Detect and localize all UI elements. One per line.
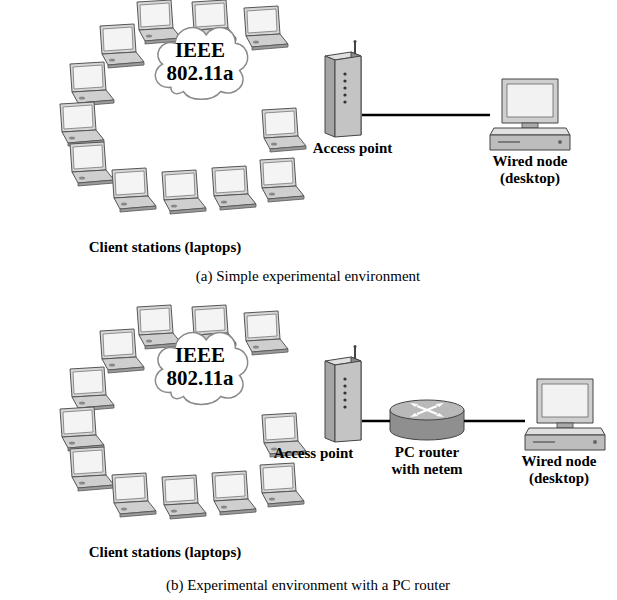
access-point: Access point	[325, 345, 362, 442]
network-cable	[464, 420, 525, 423]
wired-node: Wired node (desktop)	[525, 379, 605, 450]
panel-caption: (a) Simple experimental environment	[196, 268, 421, 285]
node-label: IEEE 802.11a	[158, 39, 242, 85]
access-point-icon	[325, 40, 361, 137]
wired-node: Wired node (desktop)	[490, 79, 570, 150]
node-label: PC router with netem	[381, 444, 473, 479]
pc-router: PC router with netem	[390, 399, 464, 441]
router-icon	[390, 400, 464, 440]
network-cable	[362, 420, 390, 423]
client-group: Client stations (laptops)	[30, 0, 300, 256]
desktop-icon	[490, 79, 570, 150]
access-point-icon	[325, 345, 361, 442]
panel-caption: (b) Experimental environment with a PC r…	[166, 577, 450, 594]
node-label: Wired node (desktop)	[480, 153, 580, 188]
node-label: Access point	[297, 140, 409, 157]
node-label: Client stations (laptops)	[30, 544, 300, 561]
node-label: Access point	[258, 445, 370, 462]
node-label: Wired node (desktop)	[511, 453, 607, 488]
desktop-icon	[525, 379, 605, 450]
wireless-cloud: IEEE 802.11a	[148, 323, 252, 407]
node-label: Client stations (laptops)	[30, 239, 300, 256]
access-point: Access point	[325, 40, 362, 137]
laptop-cluster	[60, 305, 306, 519]
network-cable	[362, 114, 490, 117]
client-group: Client stations (laptops)	[30, 305, 300, 561]
wireless-cloud: IEEE 802.11a	[148, 18, 252, 102]
node-label: IEEE 802.11a	[158, 344, 242, 390]
laptop-cluster	[60, 0, 306, 214]
